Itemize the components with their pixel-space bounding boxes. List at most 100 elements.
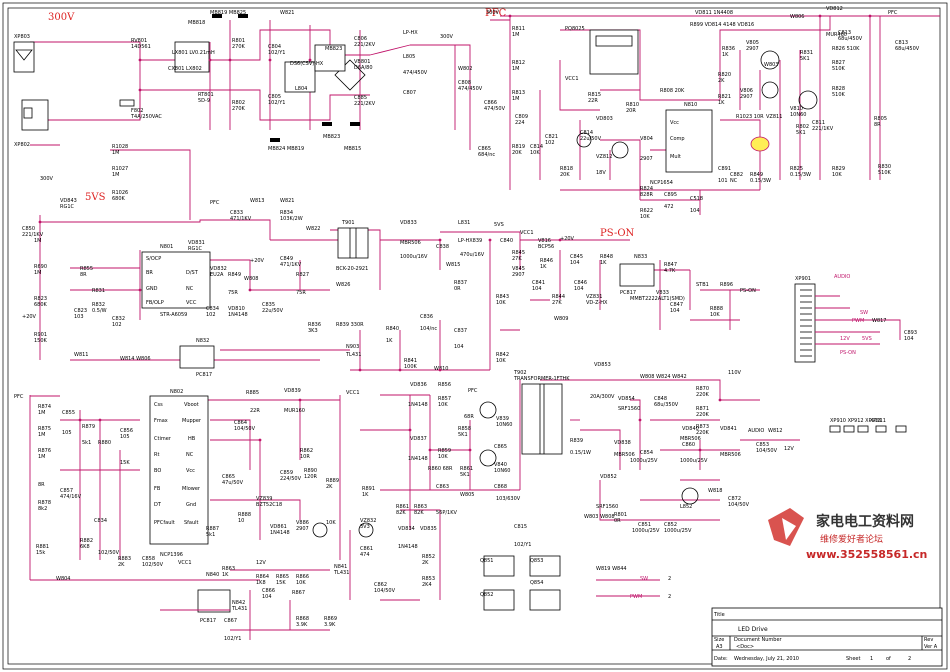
w821-label: W821 <box>280 10 295 16</box>
ic-n802-pin-hb: HB <box>188 436 196 442</box>
r840b-value: 0.15/3W <box>750 178 771 184</box>
heading-pfc: PFC <box>485 8 507 19</box>
net-5vs-mid: 5VS <box>494 222 504 228</box>
tb-docnum: <Doc> <box>736 644 754 650</box>
ic-n810 <box>665 109 713 173</box>
r1027-label: R1027 <box>112 166 128 172</box>
vz831-label: VZ831 <box>586 294 602 300</box>
c865-value: 221/2KV <box>354 101 376 107</box>
r886-value: 10R <box>300 454 310 460</box>
r856-label: R856 <box>438 382 451 388</box>
r690-value: 1M <box>34 270 42 276</box>
ic-n802-pin-sfault: Sfault <box>184 520 199 526</box>
c804-value: 102/Y1 <box>268 50 285 56</box>
highlight-marker <box>750 136 770 152</box>
watermark-logo-icon <box>768 508 804 546</box>
r818-label: R818 <box>560 166 573 172</box>
ic-n802-pin-vboot: Vboot <box>184 402 199 408</box>
tb-sheet-num: 1 <box>870 656 873 662</box>
vd810-label: VD810 <box>228 306 245 312</box>
vd836-value: 1N4148 <box>408 402 428 408</box>
r827b-value: 75R <box>296 290 306 296</box>
c814b-label: C814 <box>530 144 543 150</box>
v833-label: V833 <box>656 290 669 296</box>
r889-label: R889 <box>326 478 339 484</box>
r882-value: 6K8 <box>80 544 90 550</box>
vd832-value: EU2A <box>210 272 224 278</box>
c823-value: 103 <box>74 314 84 320</box>
c833-label: C833 <box>230 210 243 216</box>
w803-label: W803 <box>764 62 779 68</box>
r859-value: 10K <box>438 454 448 460</box>
vd838-value: MBR506 <box>614 452 635 458</box>
ic-n802-pin-gnd: Gnd <box>186 502 196 508</box>
c851-label: C851 <box>638 522 651 528</box>
r888b-label: R888 <box>710 306 723 312</box>
r853-value: 2K4 <box>422 582 432 588</box>
llc-section: N802 NCP1396 Css Fmax Ctimer Rt BO FB DT… <box>14 362 907 642</box>
r843-value: 10K <box>496 300 506 306</box>
c840-value: 470u/16V <box>460 252 485 258</box>
ic-n802-pin-bo: BO <box>154 468 161 474</box>
r873-value: 220K <box>696 430 710 436</box>
f802-value: T4A/250VAC <box>130 114 162 120</box>
vd803-label: VD803 <box>596 116 613 122</box>
tb-title: LED Drive <box>738 626 768 633</box>
ic-n802-pin-css: Css <box>154 402 163 408</box>
vz811-label: VZ811 <box>766 114 782 120</box>
net-vcc1-b: VCC1 <box>346 390 360 396</box>
c895-value: 472 <box>664 204 674 210</box>
xp802-label: XP802 <box>14 142 30 148</box>
r890-label: R890 <box>304 468 317 474</box>
xp-group-label: XP910 XP912 XP913 <box>830 418 881 424</box>
c832-value: 102 <box>112 322 122 328</box>
pc817-b-label: PC817 <box>620 290 636 296</box>
c849-value: 471/1KV <box>280 262 302 268</box>
r863b-label: R863 <box>222 566 235 572</box>
r857-label: R857 <box>438 396 451 402</box>
c806-value: 221/2KV <box>354 42 376 48</box>
c815-label: C815 <box>514 524 527 530</box>
c814-label: C814 <box>580 130 593 136</box>
n840-label: N840 <box>206 572 219 578</box>
c837-value: 104 <box>454 344 464 350</box>
xp911-label: XP911 <box>870 418 886 424</box>
c860-label: C860 <box>682 442 695 448</box>
l831-value: LP-HX839 <box>458 238 482 244</box>
c872-label: C872 <box>728 496 741 502</box>
vz839-value: BZT52C18 <box>256 502 282 508</box>
net-110v: 110V <box>728 370 742 376</box>
r865-label: R865 <box>276 574 289 580</box>
cx801-label: CX801 LX802 <box>168 66 202 72</box>
r877-label: 8R <box>38 482 45 488</box>
t901-part: BCK-20-2921 <box>336 266 368 272</box>
c841-label: C841 <box>532 280 545 286</box>
c891-value: 101 <box>718 178 728 184</box>
r823b-label: R1023 10R <box>736 114 764 120</box>
c805-value: 102/Y1 <box>268 100 285 106</box>
ic-n801-pin-gnd: GND <box>146 286 158 292</box>
optocoupler-pc817-c <box>197 589 231 613</box>
net-300v-pfc: 300V <box>486 10 500 16</box>
r869-label: R869 <box>324 616 337 622</box>
c821-value: 102 <box>545 140 555 146</box>
r837-value: 0R <box>454 286 461 292</box>
vd834-label: VD834 <box>398 526 415 532</box>
r834-value: 103K/2W <box>280 216 303 222</box>
c852-value: 1000u/25V <box>664 528 692 534</box>
r812-label: R812 <box>512 60 525 66</box>
w814-label: W814 W806 <box>120 356 151 362</box>
r802-value: 270K <box>232 106 246 112</box>
r841-value: 100K <box>404 364 418 370</box>
r813-label: R813 <box>512 90 525 96</box>
q852-label: Q852 <box>480 592 493 598</box>
r889-value: 2K <box>326 484 333 490</box>
lx801-label: LX801 LV0.21mH <box>172 50 215 56</box>
r841-label: R841 <box>404 358 417 364</box>
r843-label: R843 <box>496 294 509 300</box>
v806-label: V806 <box>740 88 753 94</box>
vd832-label: VD832 <box>210 266 227 272</box>
c809-value: 224 <box>515 120 525 126</box>
c882-value: NC <box>730 178 738 184</box>
v805-label: V805 <box>746 40 759 46</box>
